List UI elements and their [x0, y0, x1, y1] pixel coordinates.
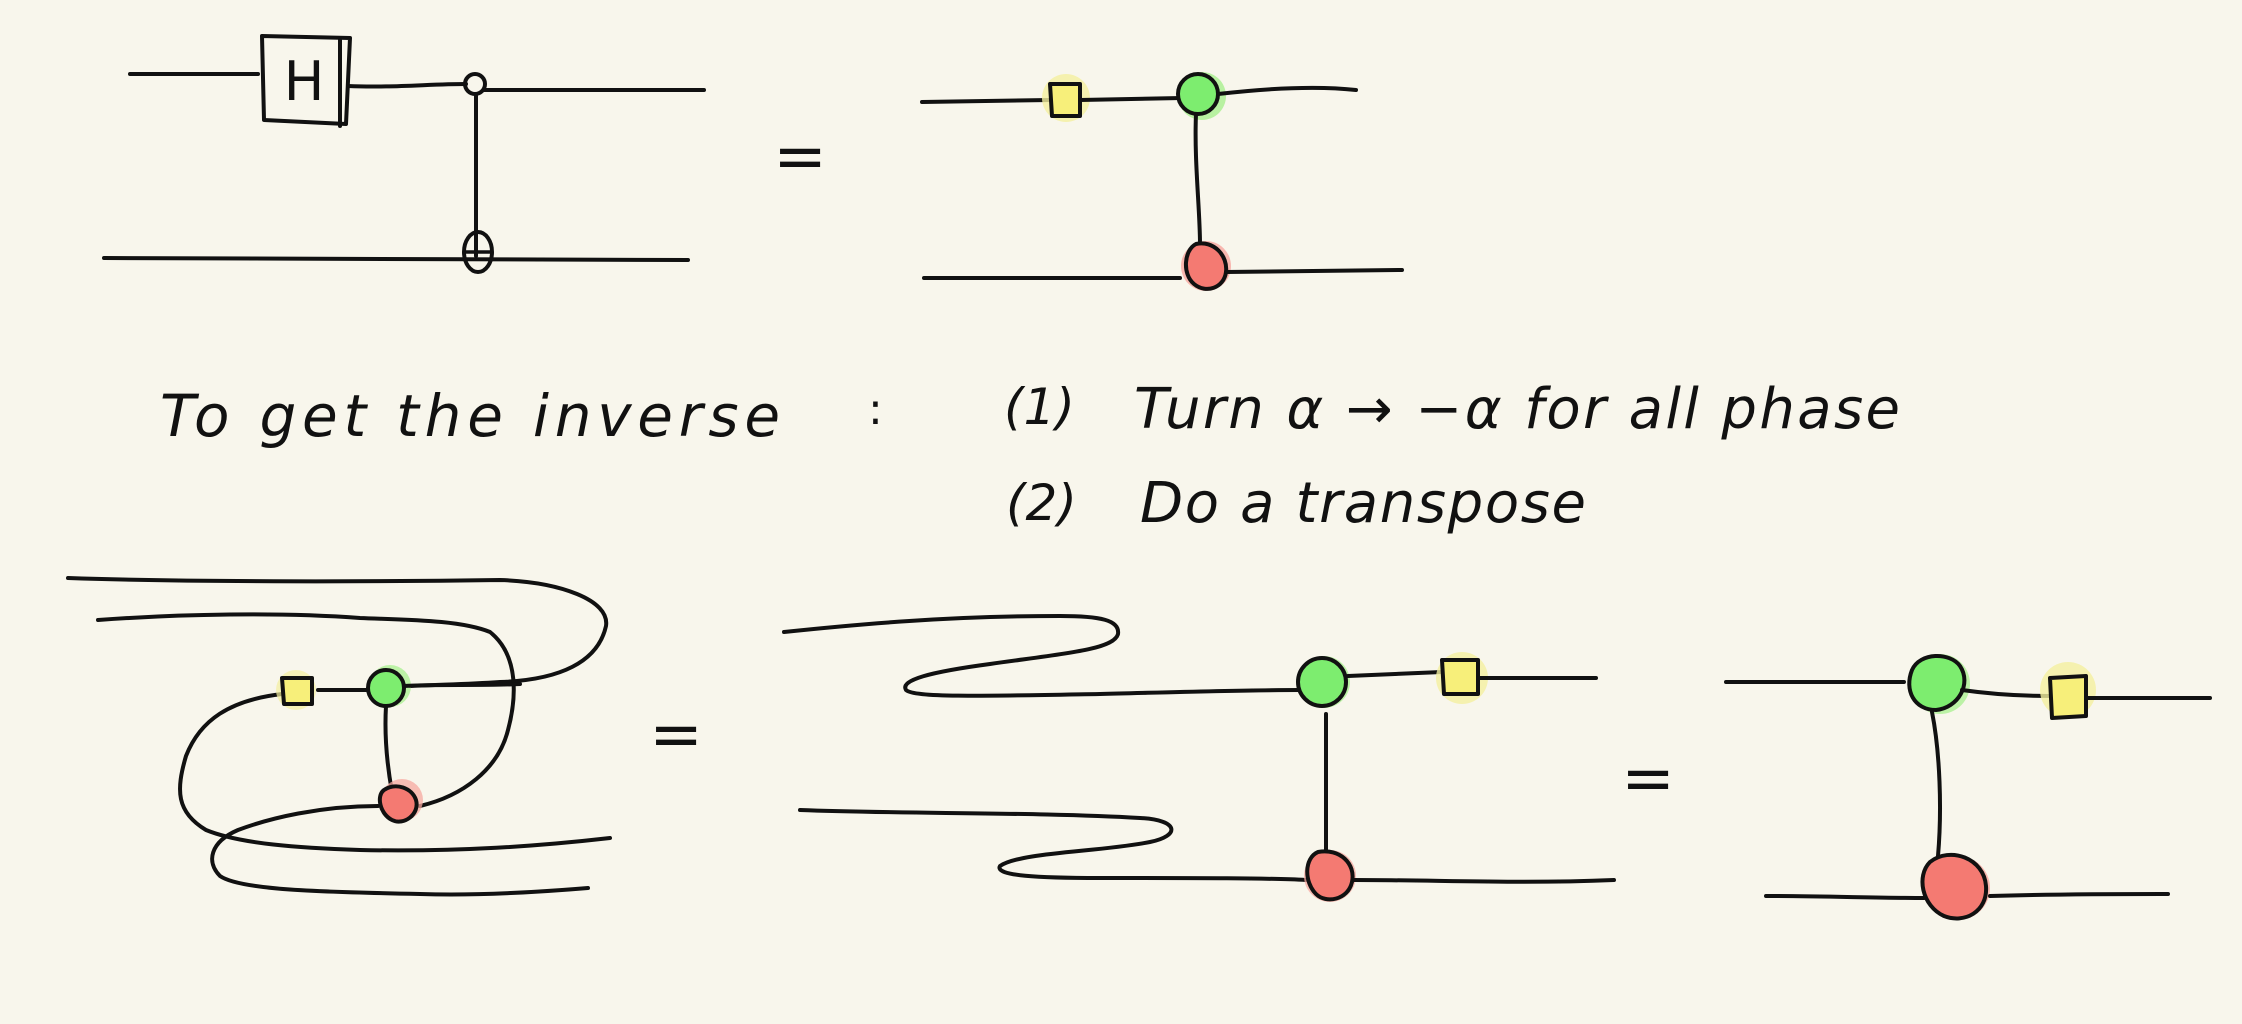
- twisted-wire-bottom-loop: [210, 804, 590, 897]
- zx-vertical-connection: [1193, 112, 1202, 246]
- step1-number: (1): [1004, 378, 1075, 436]
- intro-text: To get the inverse: [160, 382, 780, 450]
- mid-top-wire-green-yellow: [1346, 670, 1444, 678]
- twisted-wire-inner: [96, 612, 516, 808]
- green-spider-bottom-right: [1907, 653, 1970, 714]
- final-vertical-connection: [1930, 710, 1942, 858]
- yellow-hadamard-box-bottom-left: [276, 670, 316, 710]
- hadamard-box: [260, 34, 352, 126]
- equals-sign-top: =: [773, 120, 827, 194]
- twisted-vertical-connection: [383, 704, 394, 794]
- twisted-wire-green-right: [402, 682, 522, 688]
- final-top-wire-mid: [1960, 688, 2052, 698]
- zx-bottom-wire-right: [1224, 268, 1404, 274]
- yellow-hadamard-box-top: [1042, 74, 1090, 122]
- hadamard-gate: H: [260, 34, 352, 128]
- twisted-wire-outer: [66, 576, 609, 688]
- green-spider-bottom-left: [366, 665, 411, 708]
- green-spider-bottom-middle: [1296, 656, 1350, 708]
- bottom-left-twisted-diagram: [66, 576, 612, 897]
- red-spider-bottom-middle: [1304, 849, 1356, 902]
- top-right-zx-diagram: [920, 72, 1404, 291]
- bottom-right-zx-diagram: [1724, 653, 2212, 921]
- mid-bottom-wire-output: [1352, 878, 1616, 884]
- wire-top-mid: [346, 82, 468, 89]
- red-spider-bottom-right: [1920, 852, 1990, 921]
- zx-top-wire-right: [1216, 85, 1358, 96]
- inverse-notes: To get the inverse : (1) Turn α → −α for…: [160, 377, 1900, 536]
- step2-text: Do a transpose: [1140, 471, 1586, 536]
- bottom-middle-zx-diagram: [782, 614, 1616, 902]
- green-spider-top: [1176, 72, 1226, 120]
- final-bottom-wire-input: [1764, 894, 1926, 900]
- step1-text: Turn α → −α for all phase: [1134, 377, 1900, 442]
- step2-number: (2): [1006, 474, 1077, 532]
- final-bottom-wire-output: [1988, 892, 2170, 898]
- yellow-hadamard-box-bottom-middle: [1436, 652, 1488, 704]
- red-spider-bottom-left: [377, 779, 423, 824]
- mid-bottom-wire-snake: [798, 808, 1308, 882]
- equals-sign-bottom-right: =: [1621, 742, 1675, 816]
- hadamard-label: H: [284, 50, 325, 113]
- equals-sign-bottom-left: =: [649, 698, 703, 772]
- cnot-target-icon: [462, 230, 494, 274]
- yellow-hadamard-box-bottom-right: [2040, 662, 2096, 720]
- zx-top-wire-mid: [1078, 96, 1184, 102]
- red-spider-top: [1181, 241, 1231, 291]
- zx-top-wire-left: [920, 98, 1052, 104]
- top-left-circuit: H: [102, 34, 706, 274]
- wire-bottom: [102, 256, 690, 262]
- mid-top-wire-snake: [782, 614, 1302, 698]
- intro-colon: :: [868, 384, 883, 435]
